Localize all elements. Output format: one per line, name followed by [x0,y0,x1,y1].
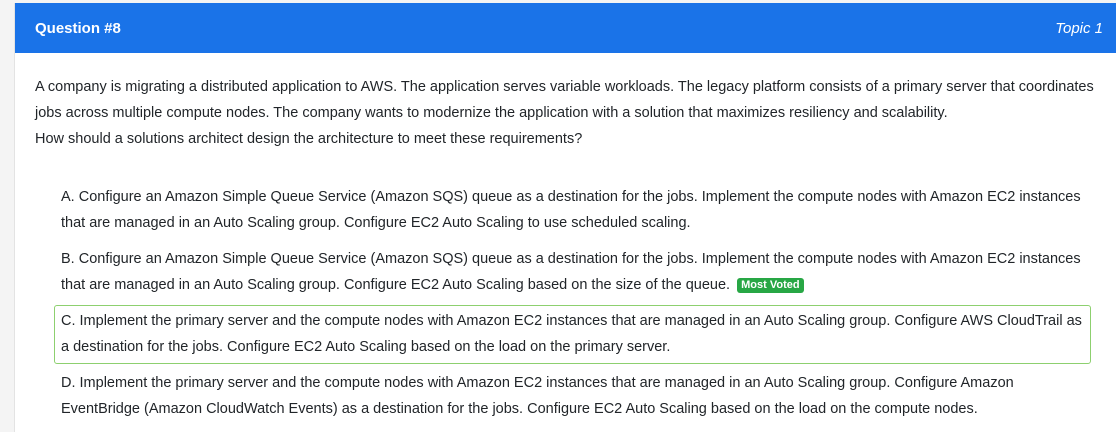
question-header: Question #8 Topic 1 [15,3,1116,53]
choice-d[interactable]: D. Implement the primary server and the … [54,367,1091,426]
question-prompt: How should a solutions architect design … [35,131,583,147]
choice-b[interactable]: B. Configure an Amazon Simple Queue Serv… [54,243,1091,302]
most-voted-badge: Most Voted [737,278,804,293]
choice-a-text: A. Configure an Amazon Simple Queue Serv… [61,189,1081,231]
question-number: Question #8 [35,19,121,37]
topic-label: Topic 1 [1055,19,1103,37]
question-body: A company is migrating a distributed app… [15,53,1116,426]
choice-b-text: B. Configure an Amazon Simple Queue Serv… [61,251,1081,293]
question-card: Question #8 Topic 1 A company is migrati… [14,3,1116,432]
choice-c[interactable]: C. Implement the primary server and the … [54,305,1091,364]
answer-choices: A. Configure an Amazon Simple Queue Serv… [54,181,1091,426]
question-statement: A company is migrating a distributed app… [35,79,1094,121]
choice-c-text: C. Implement the primary server and the … [61,313,1082,355]
question-text: A company is migrating a distributed app… [35,74,1097,152]
choice-a[interactable]: A. Configure an Amazon Simple Queue Serv… [54,181,1091,240]
choice-d-text: D. Implement the primary server and the … [61,375,1014,417]
